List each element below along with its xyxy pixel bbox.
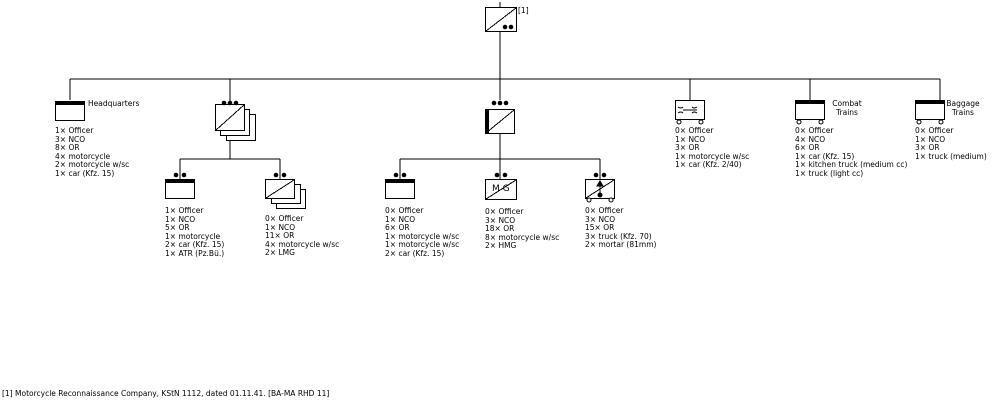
strength-line: 1× car (Kfz. 15) — [795, 151, 855, 161]
platoon-dots — [221, 100, 239, 106]
strength-line: 1× truck (light cc) — [795, 168, 864, 178]
platoon-hq-dots — [173, 172, 187, 178]
combat-trains-wheels — [796, 119, 824, 125]
strength-line: 0× Officer — [795, 126, 834, 135]
strength-line: 1× NCO — [165, 214, 196, 224]
hq-symbol — [55, 101, 85, 121]
strength-line: 5× OR — [165, 223, 190, 232]
strength-line: 15× OR — [585, 223, 615, 232]
strength-line: 1× car (Kfz. 2/40) — [675, 160, 742, 169]
strength-line: 11× OR — [265, 231, 295, 240]
strength-line: 3× NCO — [55, 134, 86, 144]
wrench-icon — [677, 106, 698, 114]
hq-label: Headquarters — [88, 99, 140, 108]
combat-trains-symbol — [795, 100, 825, 120]
strength-line: 4× motorcycle — [55, 151, 111, 161]
strength-line: 2× car (Kfz. 15) — [165, 240, 225, 249]
strength-line: 1× motorcycle w/sc — [385, 231, 460, 241]
root-company-dots — [502, 24, 514, 30]
strength-line: 1× motorcycle w/sc — [385, 240, 460, 249]
mortar-dots — [593, 172, 607, 178]
repair-wheels — [676, 119, 704, 125]
squad-symbol — [265, 179, 306, 209]
squad-dots — [273, 172, 287, 178]
mg-symbol — [485, 179, 517, 200]
strength-line: 2× motorcycle w/sc — [55, 160, 130, 169]
baggage-trains-symbol — [915, 100, 945, 120]
heavy-hq-symbol — [385, 179, 415, 199]
strength-line: 1× NCO — [675, 134, 706, 144]
strength-line: 1× NCO — [915, 134, 946, 144]
platoon-symbol — [215, 104, 256, 141]
strength-line: 0× Officer — [265, 214, 304, 223]
strength-line: 3× truck (Kfz. 70) — [585, 231, 652, 241]
strength-line: 1× kitchen truck (medium cc) — [795, 160, 908, 169]
strength-line: 3× OR — [675, 143, 700, 152]
strength-line: 1× ATR (Pz.Bü.) — [165, 248, 225, 258]
strength-line: 1× car (Kfz. 15) — [55, 168, 115, 178]
strength-line: 1× Officer — [55, 126, 94, 135]
root-ref: [1] — [518, 6, 529, 15]
strength-line: 0× Officer — [485, 207, 524, 216]
strength-line: 6× OR — [385, 223, 410, 232]
strength-line: 3× NCO — [485, 215, 516, 225]
strength-line: 1× NCO — [265, 222, 296, 232]
strength-line: 1× Officer — [165, 206, 204, 215]
heavy-platoon-symbol — [485, 109, 515, 134]
platoon-hq-symbol — [165, 179, 195, 199]
mortar-wheels — [586, 197, 614, 203]
strength-line: 1× motorcycle w/sc — [675, 151, 750, 161]
strength-line: 3× OR — [915, 143, 940, 152]
strength-line: 0× Officer — [675, 126, 714, 135]
strength-line: 2× mortar (81mm) — [585, 240, 657, 249]
baggage-trains-wheels — [916, 119, 944, 125]
mortar-arrow-icon — [596, 180, 604, 198]
strength-line: 2× HMG — [485, 241, 517, 250]
baggage-trains-label: Baggage Trains — [946, 99, 980, 117]
strength-line: 6× OR — [795, 143, 820, 152]
strength-line: 4× motorcycle w/sc — [265, 239, 340, 249]
strength-line: 1× NCO — [385, 214, 416, 224]
strength-line: 3× NCO — [585, 214, 616, 224]
heavy-hq-dots — [393, 172, 407, 178]
combat-trains-label: Combat Trains — [832, 99, 862, 117]
strength-line: 4× NCO — [795, 134, 826, 144]
strength-line: 2× LMG — [265, 248, 295, 257]
strength-line: 1× motorcycle — [165, 231, 221, 241]
strength-line: 8× motorcycle w/sc — [485, 232, 560, 242]
strength-line: 18× OR — [485, 224, 515, 233]
strength-line: 2× car (Kfz. 15) — [385, 248, 445, 258]
strength-line: 0× Officer — [585, 206, 624, 215]
strength-line: 0× Officer — [915, 126, 954, 135]
strength-line: 8× OR — [55, 143, 80, 152]
strength-line: 1× truck (medium) — [915, 151, 987, 161]
footnote: [1] Motorcycle Reconnaissance Company, K… — [2, 389, 330, 398]
symbol-mg-label: M G — [492, 184, 510, 194]
strength-line: 0× Officer — [385, 206, 424, 215]
mg-dots — [494, 172, 508, 178]
heavy-platoon-dots — [491, 100, 509, 106]
